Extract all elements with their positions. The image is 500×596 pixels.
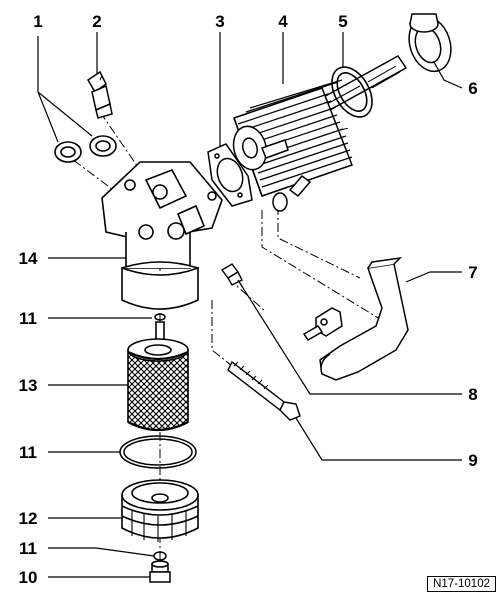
callout-8: 8 [468, 385, 477, 404]
callout-5: 5 [338, 12, 347, 31]
callout-14: 14 [19, 249, 38, 268]
callout-4: 4 [278, 12, 288, 31]
callout-3: 3 [215, 12, 224, 31]
callout-13: 13 [19, 376, 38, 395]
part-1-seal-rings [54, 135, 117, 163]
callout-12: 12 [19, 509, 38, 528]
part-13-filter-element [127, 321, 189, 432]
callout-2: 2 [92, 12, 101, 31]
callout-9: 9 [468, 451, 477, 470]
part-14-filter-housing [101, 161, 223, 310]
part-7-pipe [302, 256, 409, 381]
part-10-drain-plug [149, 560, 171, 583]
part-4-oil-cooler [232, 79, 353, 212]
callout-11-bottom: 11 [19, 539, 37, 558]
callout-11-middle: 11 [19, 443, 37, 462]
callout-11-top: 11 [19, 309, 37, 328]
part-3-gasket [207, 143, 253, 207]
callout-7: 7 [468, 263, 477, 282]
callouts: 1 2 3 4 5 6 7 8 9 10 11 11 11 12 13 14 [19, 12, 478, 587]
leader-lines [37, 32, 463, 578]
part-5-oring [331, 66, 373, 118]
callout-1: 1 [33, 12, 42, 31]
callout-10: 10 [19, 568, 38, 587]
part-12-filter-cap [121, 479, 199, 542]
part-9-bolt [227, 360, 301, 421]
callout-6: 6 [468, 79, 477, 98]
part-2-pressure-switch [86, 70, 113, 119]
figure-reference: N17-10102 [427, 576, 496, 592]
